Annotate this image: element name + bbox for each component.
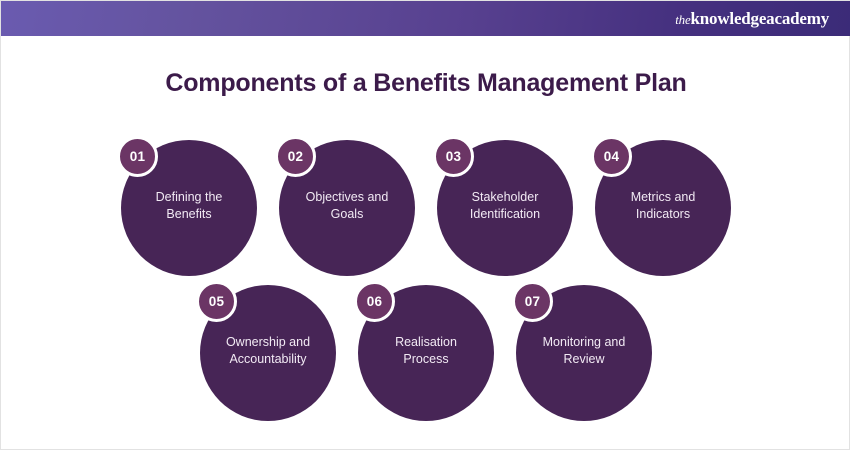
component-number-text: 07 <box>524 293 541 309</box>
component-label: Realisation Process <box>395 335 457 366</box>
components-diagram: Defining the Benefits 01 Objectives and … <box>1 136 850 421</box>
component-number-text: 03 <box>445 148 462 164</box>
component-number-badge: 07 <box>512 281 553 322</box>
component-number-badge: 03 <box>433 136 474 177</box>
header-bar: theknowledgeacademy <box>1 1 850 36</box>
component-node-04[interactable]: Metrics and Indicators 04 <box>591 136 731 276</box>
component-label: Defining the Benefits <box>155 190 223 221</box>
component-number-text: 05 <box>208 293 225 309</box>
component-label: Ownership and Accountability <box>225 335 311 366</box>
component-node-06[interactable]: Realisation Process 06 <box>354 281 494 421</box>
component-number-badge: 01 <box>117 136 158 177</box>
component-number-text: 02 <box>287 148 304 164</box>
component-label: Monitoring and Review <box>542 335 626 366</box>
brand-prefix-text: the <box>675 11 691 27</box>
components-row-top: Defining the Benefits 01 Objectives and … <box>1 136 850 276</box>
component-label: Metrics and Indicators <box>630 190 696 221</box>
component-number-badge: 02 <box>275 136 316 177</box>
component-label: Stakeholder Identification <box>469 190 541 221</box>
component-number-badge: 06 <box>354 281 395 322</box>
page-title: Components of a Benefits Management Plan <box>165 69 687 97</box>
component-disc: Metrics and Indicators <box>595 140 731 276</box>
component-node-02[interactable]: Objectives and Goals 02 <box>275 136 415 276</box>
component-number-badge: 05 <box>196 281 237 322</box>
brand-logo: theknowledgeacademy <box>675 10 829 28</box>
brand-name-text: knowledgeacademy <box>690 8 830 28</box>
component-node-07[interactable]: Monitoring and Review 07 <box>512 281 652 421</box>
components-row-bottom: Ownership and Accountability 05 Realisat… <box>1 281 850 421</box>
component-label: Objectives and Goals <box>305 190 389 221</box>
component-number-text: 04 <box>603 148 620 164</box>
component-number-text: 01 <box>129 148 146 164</box>
component-number-badge: 04 <box>591 136 632 177</box>
component-node-05[interactable]: Ownership and Accountability 05 <box>196 281 336 421</box>
component-node-03[interactable]: Stakeholder Identification 03 <box>433 136 573 276</box>
component-disc: Objectives and Goals <box>279 140 415 276</box>
component-node-01[interactable]: Defining the Benefits 01 <box>117 136 257 276</box>
component-number-text: 06 <box>366 293 383 309</box>
